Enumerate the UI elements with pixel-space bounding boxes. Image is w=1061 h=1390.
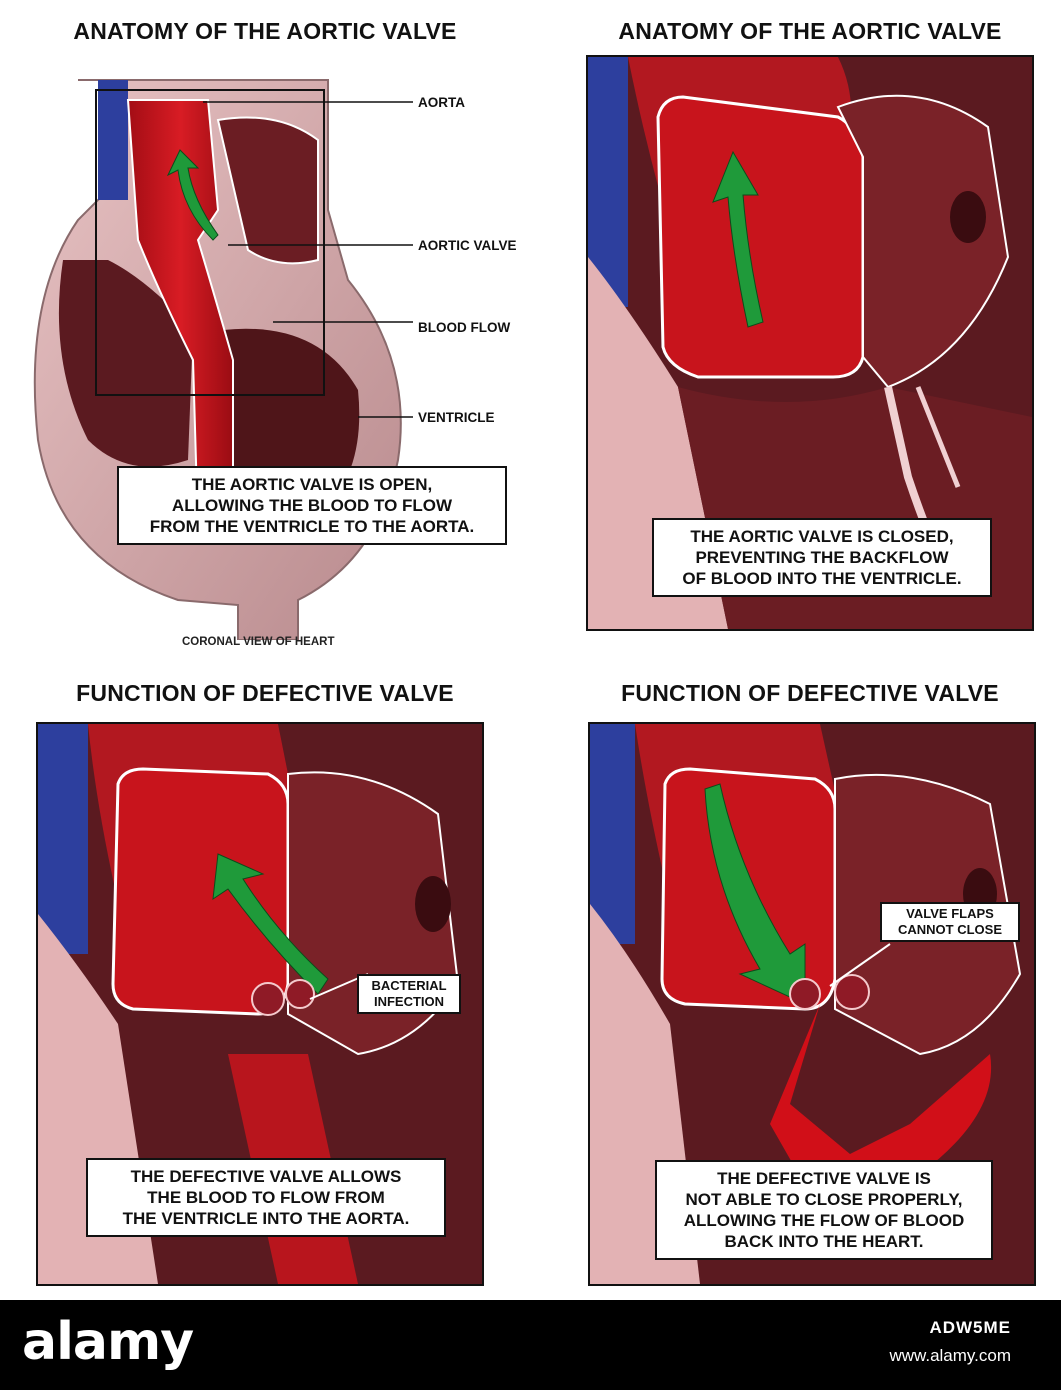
caption-line: PREVENTING THE BACKFLOW [695, 548, 949, 567]
footer-url[interactable]: www.alamy.com [889, 1346, 1011, 1365]
caption-line: ALLOWING THE FLOW OF BLOOD [683, 1211, 965, 1230]
heart-coronal-illustration [33, 79, 413, 640]
caption-line: FROM THE VENTRICLE TO THE AORTA. [149, 517, 475, 536]
caption-bottom-left: THE DEFECTIVE VALVE ALLOWS THE BLOOD TO … [86, 1158, 446, 1237]
callout-line: BACTERIAL [371, 978, 447, 993]
caption-line: THE VENTRICLE INTO THE AORTA. [122, 1209, 410, 1228]
caption-line: THE BLOOD TO FLOW FROM [147, 1188, 385, 1207]
label-ventricle: VENTRICLE [418, 410, 495, 425]
callout-line: VALVE FLAPS [906, 906, 994, 921]
label-blood-flow: BLOOD FLOW [418, 320, 511, 335]
caption-line: OF BLOOD INTO THE VENTRICLE. [682, 569, 962, 588]
image-id: ADW5ME [929, 1318, 1011, 1337]
panel-title-bottom-right: FUNCTION OF DEFECTIVE VALVE [621, 680, 999, 706]
watermark-footer: alamy ADW5ME www.alamy.com [0, 1300, 1061, 1390]
panel-title-top-right: ANATOMY OF THE AORTIC VALVE [618, 18, 1002, 44]
caption-bottom-right: THE DEFECTIVE VALVE IS NOT ABLE TO CLOSE… [655, 1160, 993, 1260]
panel-title-top-left: ANATOMY OF THE AORTIC VALVE [73, 18, 457, 44]
caption-line: THE AORTIC VALVE IS OPEN, [191, 475, 433, 494]
callout-bacterial-infection: BACTERIAL INFECTION [357, 974, 461, 1014]
label-aorta: AORTA [418, 95, 465, 110]
caption-line: THE DEFECTIVE VALVE IS [717, 1169, 931, 1188]
caption-line: ALLOWING THE BLOOD TO FLOW [171, 496, 453, 515]
caption-top-right: THE AORTIC VALVE IS CLOSED, PREVENTING T… [652, 518, 992, 597]
label-aortic-valve: AORTIC VALVE [418, 238, 517, 253]
caption-line: THE DEFECTIVE VALVE ALLOWS [130, 1167, 402, 1186]
caption-line: THE AORTIC VALVE IS CLOSED, [690, 527, 954, 546]
caption-line: NOT ABLE TO CLOSE PROPERLY, [685, 1190, 963, 1209]
caption-top-left: THE AORTIC VALVE IS OPEN, ALLOWING THE B… [117, 466, 507, 545]
caption-line: BACK INTO THE HEART. [724, 1232, 924, 1251]
callout-line: INFECTION [373, 994, 445, 1009]
coronal-view-note: CORONAL VIEW OF HEART [182, 636, 335, 648]
callout-valve-flaps: VALVE FLAPS CANNOT CLOSE [880, 902, 1020, 942]
callout-line: CANNOT CLOSE [898, 922, 1002, 937]
panel-title-bottom-left: FUNCTION OF DEFECTIVE VALVE [76, 680, 454, 706]
alamy-logo: alamy [22, 1312, 194, 1372]
